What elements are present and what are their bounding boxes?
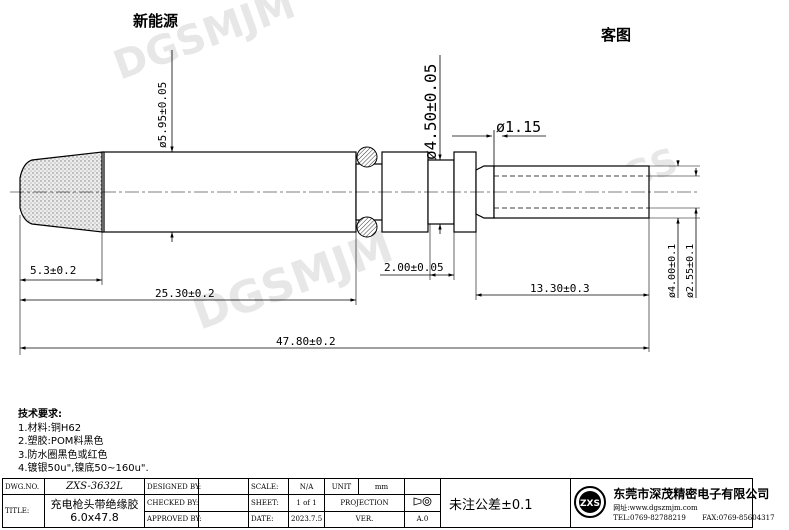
approved-by-label: APPROVED BY:	[144, 510, 202, 529]
note-item: 1.材料:铜H62	[18, 422, 82, 434]
company-logo-icon: ZXS	[573, 485, 607, 521]
checked-by-value	[198, 494, 249, 512]
dim-dia-2-55: ø2.55±0.1	[685, 244, 696, 298]
title-line-1: 充电枪头带绝缘胶	[50, 498, 139, 512]
dwg-no-value: ZXS-3632L	[44, 477, 145, 496]
o-ring	[356, 146, 378, 238]
dim-dia-1-15: ø1.15	[496, 118, 541, 136]
title-block: DWG.NO. ZXS-3632L DESIGNED BY: SCALE: N/…	[2, 477, 775, 529]
dim-len-5-3: 5.3±0.2	[30, 264, 76, 277]
blank-cell	[404, 477, 441, 496]
dim-len-47-80: 47.80±0.2	[276, 335, 336, 348]
header-right-title: 客图	[601, 26, 632, 44]
dim-dia-5-95: ø5.95±0.05	[156, 82, 169, 148]
dim-len-2-00: 2.00±0.05	[384, 261, 444, 274]
checked-by-label: CHECKED BY:	[144, 494, 199, 512]
ver-value: A.0	[404, 510, 441, 529]
dwg-no-label: DWG.NO.	[2, 477, 45, 496]
scale-label: SCALE:	[248, 477, 289, 496]
svg-text:DGSMJM: DGSMJM	[186, 221, 399, 340]
company-tel: TEL:0769-82788219	[613, 513, 686, 522]
designed-by-value	[198, 477, 249, 496]
dim-len-25-30: 25.30±0.2	[155, 287, 215, 300]
dim-dia-4-00: ø4.00±0.1	[667, 244, 678, 298]
title-line-2: 6.0x47.8	[70, 511, 119, 525]
sheet-value: 1 of 1	[288, 494, 325, 512]
ver-label: VER.	[324, 510, 405, 529]
company-name: 东莞市深茂精密电子有限公司	[613, 486, 770, 501]
note-item: 2.塑胶:POM料黑色	[18, 436, 104, 447]
technical-notes: 技术要求: 1.材料:铜H62 2.塑胶:POM料黑色 3.防水圈黑色或红色 4…	[18, 408, 149, 476]
company-web: 网址:www.dgszmjm.com	[613, 503, 698, 512]
sheet-label: SHEET:	[248, 494, 289, 512]
designed-by-label: DESIGNED BY:	[144, 477, 201, 496]
title-label: TITLE:	[2, 494, 45, 528]
header-left-title: 新能源	[133, 12, 179, 30]
projection-label: PROJECTION	[324, 494, 405, 512]
svg-text:ZXS: ZXS	[580, 499, 600, 509]
svg-text:DGSMJM: DGSMJM	[108, 0, 302, 89]
dim-dia-4-50: ø4.50±0.05	[421, 64, 440, 160]
tolerance-note: 未注公差±0.1	[440, 478, 571, 528]
title-value: 充电枪头带绝缘胶 6.0x47.8	[44, 494, 145, 528]
dimension-texts: ø5.95±0.05 ø4.50±0.05 ø1.15 5.3±0.2 25.3…	[30, 64, 696, 348]
projection-symbol-icon	[404, 494, 441, 512]
dimension-lines	[20, 50, 700, 350]
date-label: DATE:	[248, 510, 289, 529]
note-item: 4.镀银50u",镍底50~160u".	[18, 463, 149, 474]
notes-title: 技术要求:	[18, 409, 62, 420]
extension-lines	[19, 160, 700, 355]
note-item: 3.防水圈黑色或红色	[18, 449, 108, 461]
scale-value: N/A	[288, 477, 325, 496]
approved-by-value	[198, 510, 249, 529]
date-value: 2023.7.5	[288, 510, 325, 529]
unit-label: UNIT	[324, 477, 359, 496]
company-fax: FAX:0769-85604317	[702, 513, 775, 522]
company-block: ZXS 东莞市深茂精密电子有限公司 网址:www.dgszmjm.com TEL…	[570, 478, 775, 528]
drawing-sheet: 新能源 客图 DGSMJM DGSMJM DGS	[2, 0, 775, 529]
dim-len-13-30: 13.30±0.3	[530, 282, 590, 295]
unit-value: mm	[358, 477, 405, 496]
technical-drawing: DGSMJM DGSMJM DGS	[10, 0, 700, 355]
